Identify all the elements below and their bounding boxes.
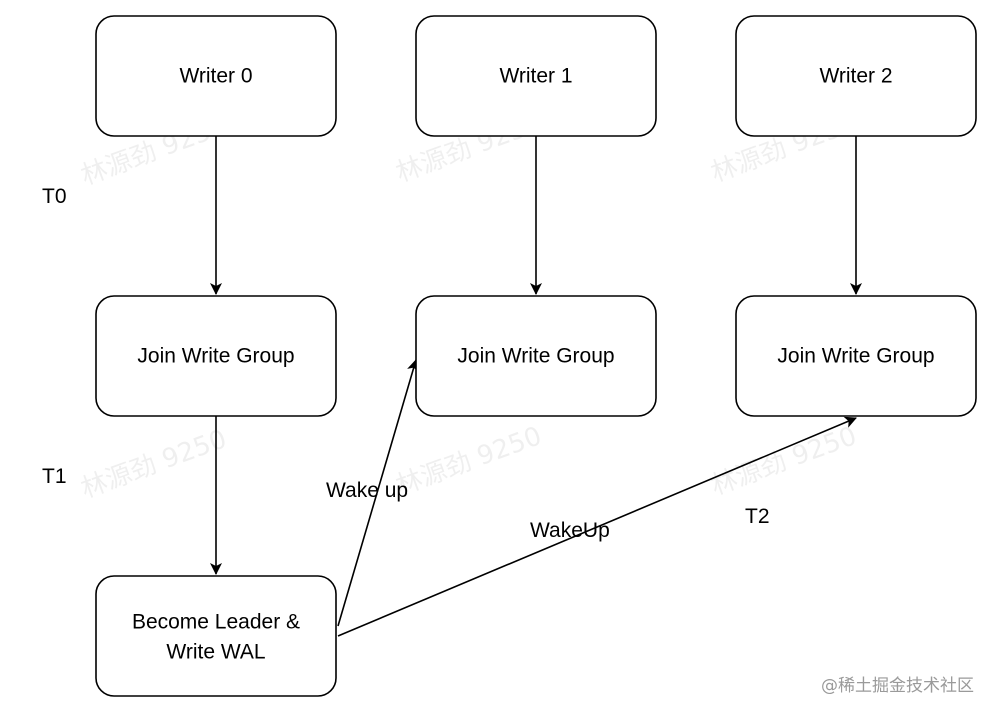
site-credit: @稀土掘金技术社区 (821, 676, 974, 696)
writer-0-label: Writer 0 (179, 65, 252, 88)
watermark: 林源劲 9250 (77, 424, 231, 504)
leader-label-line-1: Become Leader & (132, 611, 300, 634)
watermark: 林源劲 9250 (392, 421, 546, 501)
join-group-1-label: Join Write Group (457, 345, 614, 368)
writer-1-node: Writer 1 (415, 15, 657, 137)
writer-1-label: Writer 1 (499, 65, 572, 88)
time-label-t1: T1 (42, 465, 67, 488)
time-label-t2: T2 (745, 505, 770, 528)
join-group-2-node: Join Write Group (735, 295, 977, 417)
join-group-0-label: Join Write Group (137, 345, 294, 368)
edge-leader-wakeup-writer2 (337, 416, 857, 637)
join-group-1-node: Join Write Group (415, 295, 657, 417)
join-group-2-label: Join Write Group (777, 345, 934, 368)
writer-2-label: Writer 2 (819, 65, 892, 88)
leader-node: Become Leader & Write WAL (95, 575, 337, 697)
watermark: 林源劲 9250 (707, 421, 861, 501)
wake-up-label: Wake up (326, 479, 408, 502)
writer-2-node: Writer 2 (735, 15, 977, 137)
time-label-t0: T0 (42, 185, 67, 208)
edge-leader-wake-up-writer1 (337, 359, 419, 627)
join-group-0-node: Join Write Group (95, 295, 337, 417)
writer-0-node: Writer 0 (95, 15, 337, 137)
wakeup-label: WakeUp (530, 519, 610, 542)
leader-label-line-2: Write WAL (166, 641, 265, 664)
